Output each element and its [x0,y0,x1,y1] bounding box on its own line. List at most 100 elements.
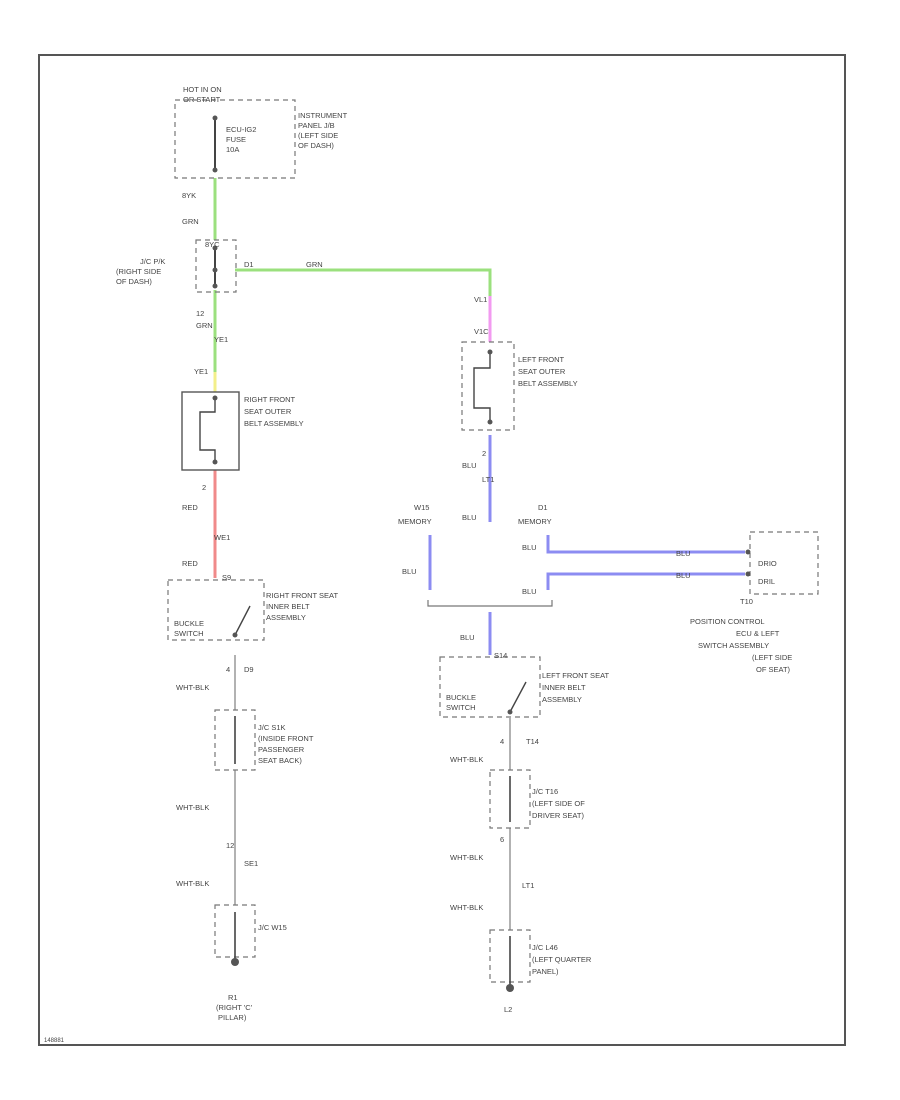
source-pin: 8YK [182,191,196,200]
jc-right-name-1: J/C P/K [140,257,165,266]
ecu-name-4: (LEFT SIDE [752,653,792,662]
fuse-word: FUSE [226,135,246,144]
ecu-name-5: OF SEAT) [756,665,791,674]
dot [212,459,218,465]
jc-t-wire-2: WHT-BLK [450,903,483,912]
right-outer-name-3: BELT ASSEMBLY [244,419,304,428]
memory-wire-right-top: BLU [522,543,537,552]
left-feed-pin: V1C [474,327,489,336]
components [167,99,819,986]
right-outer-box [181,391,240,471]
ground-r-2: (RIGHT 'C' [216,1003,253,1012]
hot-label: HOT IN ON [183,85,222,94]
memory-wire-left: BLU [402,567,417,576]
dot [212,115,218,121]
wire-blue-ecu-1 [546,535,745,554]
jc-s1-wire: WHT-BLK [176,803,209,812]
right-feed-assembly-pin: YE1 [194,367,208,376]
ground-r-1: R1 [228,993,238,1002]
source-wire-color: GRN [182,217,199,226]
jc-t-name-3: DRIVER SEAT) [532,811,584,820]
left-inner-name-3: ASSEMBLY [542,695,582,704]
ecu-wire-1: BLU [676,549,691,558]
right-outer-pin-out: 2 [202,483,206,492]
figure-code: 148881 [44,1038,65,1044]
hot-label-2: OR START [183,95,221,104]
wires [213,178,745,930]
left-inner-box [439,656,541,718]
fuse-location-1: INSTRUMENT [298,111,348,120]
wire-green-branch [235,268,492,296]
dot [507,709,513,715]
dot [212,167,218,173]
left-outer-box [461,341,515,431]
left-inner-switch-1: BUCKLE [446,693,476,702]
left-outer-wire-2: BLU [462,513,477,522]
left-inner-switch-2: SWITCH [446,703,476,712]
right-outer-name-2: SEAT OUTER [244,407,292,416]
left-outer-name-2: SEAT OUTER [518,367,566,376]
right-inner-connector: D9 [244,665,254,674]
right-outer-connector: WE1 [214,533,230,542]
left-inner-connector: T14 [526,737,539,746]
jc-s1-wire-2: WHT-BLK [176,879,209,888]
dot [212,245,218,251]
memory-right: MEMORY [518,517,552,526]
right-outer-wire-2: RED [182,559,198,568]
jc-w-name: J/C W15 [258,923,287,932]
jc-s1-name-1: J/C S1K [258,723,286,732]
ecu-connector: T10 [740,597,753,606]
fuse-location-2: PANEL J/B [298,121,335,130]
jc-right-name-2: (RIGHT SIDE [116,267,161,276]
right-outer-switch [199,398,216,462]
dot [212,283,218,289]
jc-s1-name-3: PASSENGER [258,745,305,754]
jc-s1-box [214,709,256,771]
memory-right-top: D1 [538,503,548,512]
right-inner-name-3: ASSEMBLY [266,613,306,622]
right-feed-wire: GRN [196,321,213,330]
wire-blue-ecu-2 [546,572,745,590]
left-outer-name-3: BELT ASSEMBLY [518,379,578,388]
ecu-box [749,531,819,595]
ground-l: L2 [504,1005,512,1014]
jc-s1-pin: 12 [226,841,234,850]
jc-right-pin-branch: D1 [244,260,254,269]
dot [232,632,238,638]
right-inner-name-1: RIGHT FRONT SEAT [266,591,339,600]
right-inner-name-2: INNER BELT [266,602,310,611]
memory-left: MEMORY [398,517,432,526]
left-inner-name-2: INNER BELT [542,683,586,692]
jc-t-wire: WHT-BLK [450,853,483,862]
jc-t-pin: 6 [500,835,504,844]
jc-t-box [489,769,531,829]
right-inner-switch-2: SWITCH [174,629,204,638]
jc-l-name-1: J/C L46 [532,943,558,952]
jc-right-branch-wire: GRN [306,260,323,269]
left-outer-switch [473,352,491,422]
jc-t-name-2: (LEFT SIDE OF [532,799,585,808]
right-inner-switch-1: BUCKLE [174,619,204,628]
fuse-location-4: OF DASH) [298,141,334,150]
left-inner-pin-out: 4 [500,737,504,746]
jc-l-name-2: (LEFT QUARTER [532,955,592,964]
ecu-wire-2: BLU [676,571,691,580]
left-outer-pin-out: 2 [482,449,486,458]
left-outer-wire: BLU [462,461,477,470]
left-inner-pin-in: S14 [494,651,507,660]
right-outer-wire: RED [182,503,198,512]
jc-l-name-3: PANEL) [532,967,559,976]
jc-s1-connector: SE1 [244,859,258,868]
memory-wire-right-bottom: BLU [522,587,537,596]
right-inner-switch-blade [234,605,251,636]
dot [487,419,493,425]
ecu-pin-1: DRIO [758,559,777,568]
ecu-name-2: ECU & LEFT [736,629,780,638]
right-outer-name-1: RIGHT FRONT [244,395,296,404]
right-inner-pin-in: S9 [222,573,231,582]
memory-wire-bottom: BLU [460,633,475,642]
jc-right-pin-bottom: 12 [196,309,204,318]
diagram-frame [38,54,846,1046]
left-inner-wire: WHT-BLK [450,755,483,764]
